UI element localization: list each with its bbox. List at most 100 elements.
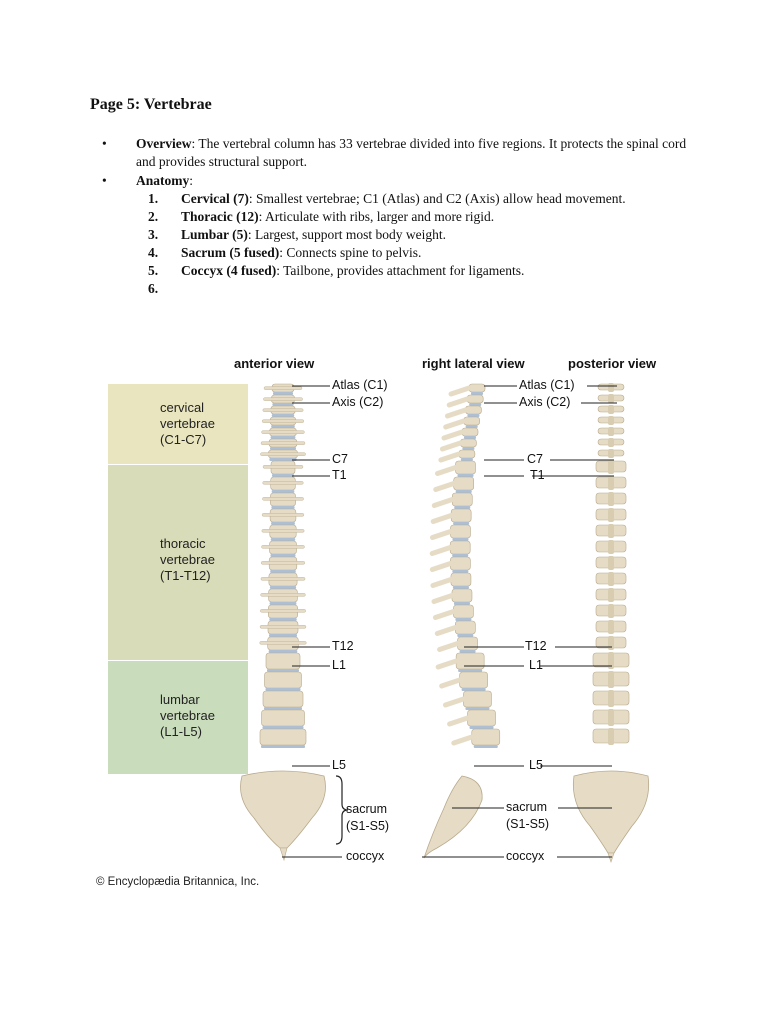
anatomy-label: Anatomy bbox=[136, 173, 190, 188]
transverse-process bbox=[260, 561, 305, 565]
label-l1: L1 bbox=[332, 658, 346, 672]
vertebra bbox=[455, 652, 485, 670]
disc bbox=[269, 602, 297, 605]
transverse-process bbox=[259, 641, 307, 645]
vertebra bbox=[451, 588, 473, 603]
disc bbox=[267, 669, 299, 672]
item-term: Cervical (7) bbox=[181, 191, 249, 206]
transverse-process bbox=[262, 481, 304, 485]
transverse-process bbox=[261, 545, 305, 549]
disc bbox=[265, 688, 301, 691]
spinous-process bbox=[608, 620, 614, 634]
label-axis: Axis (C2) bbox=[519, 395, 571, 409]
region-line: thoracic bbox=[160, 536, 206, 551]
disc bbox=[270, 538, 296, 541]
disc bbox=[453, 602, 470, 605]
spinous-process bbox=[431, 497, 455, 508]
item-number: 1. bbox=[148, 191, 159, 206]
vertebra bbox=[467, 709, 496, 727]
list-item-sacrum: Sacrum (5 fused): Connects spine to pelv… bbox=[181, 244, 421, 262]
disc bbox=[460, 458, 473, 461]
vertebra bbox=[455, 620, 476, 635]
label-coccyx: coccyx bbox=[346, 849, 385, 863]
item-term: Lumbar (5) bbox=[181, 227, 248, 242]
disc bbox=[270, 554, 296, 557]
sacrum-brace bbox=[335, 775, 349, 845]
lumbar-region-label: lumbar vertebrae (L1-L5) bbox=[160, 692, 215, 740]
disc bbox=[264, 707, 302, 710]
label-sacrum: sacrum bbox=[506, 800, 547, 814]
transverse-process bbox=[262, 408, 304, 412]
disc bbox=[469, 403, 482, 406]
spinous-process bbox=[447, 715, 471, 727]
spinous-process bbox=[608, 449, 614, 458]
lumbar-band bbox=[108, 661, 248, 774]
label-c7: C7 bbox=[332, 452, 348, 466]
disc bbox=[269, 458, 297, 461]
spinous-process bbox=[608, 427, 614, 436]
spinous-process bbox=[608, 556, 614, 570]
transverse-process bbox=[263, 386, 303, 390]
lateral-spine bbox=[423, 383, 501, 859]
spinous-process bbox=[608, 438, 614, 447]
transverse-process bbox=[260, 609, 306, 613]
item-desc: : Articulate with ribs, larger and more … bbox=[258, 209, 495, 224]
spinous-process bbox=[608, 405, 614, 414]
region-line: vertebrae bbox=[160, 552, 215, 567]
disc bbox=[455, 490, 472, 493]
overview-label: Overview bbox=[136, 136, 192, 151]
bullet-marker: • bbox=[102, 173, 107, 188]
vertebra bbox=[265, 652, 301, 670]
disc bbox=[270, 447, 296, 450]
spinous-process bbox=[435, 658, 459, 670]
disc bbox=[462, 447, 475, 450]
disc bbox=[473, 745, 498, 748]
spinous-process bbox=[608, 383, 614, 392]
disc bbox=[465, 707, 490, 710]
transverse-process bbox=[260, 452, 306, 456]
label-t1: T1 bbox=[530, 468, 545, 482]
spinous-process bbox=[608, 671, 614, 688]
vertebra bbox=[449, 540, 471, 555]
vertebra bbox=[451, 492, 473, 507]
spinous-process bbox=[608, 728, 614, 745]
sacrum bbox=[240, 770, 326, 849]
vertebra bbox=[262, 690, 304, 708]
transverse-process bbox=[260, 593, 306, 597]
disc bbox=[269, 618, 297, 621]
spinous-process bbox=[608, 540, 614, 554]
region-line: vertebrae bbox=[160, 416, 215, 431]
list-item-cervical: Cervical (7): Smallest vertebrae; C1 (At… bbox=[181, 190, 626, 208]
spinous-process bbox=[437, 641, 461, 652]
spinous-process bbox=[429, 529, 453, 540]
spinous-process bbox=[441, 429, 465, 441]
item-term: Thoracic (12) bbox=[181, 209, 259, 224]
label-l1: L1 bbox=[529, 658, 543, 672]
spinous-process bbox=[430, 577, 454, 588]
label-l5: L5 bbox=[332, 758, 346, 772]
disc bbox=[262, 726, 304, 729]
vertebra bbox=[450, 556, 471, 571]
bullet-marker: • bbox=[102, 136, 107, 151]
transverse-process bbox=[261, 419, 304, 423]
disc bbox=[268, 650, 298, 653]
spinous-process bbox=[444, 407, 468, 419]
spinous-process bbox=[608, 652, 614, 669]
disc bbox=[457, 634, 474, 637]
disc bbox=[457, 474, 474, 477]
disc bbox=[271, 414, 295, 417]
spinous-process bbox=[608, 492, 614, 506]
spinous-process bbox=[608, 476, 614, 490]
disc bbox=[452, 586, 469, 589]
disc bbox=[272, 474, 294, 477]
vertebra bbox=[471, 728, 501, 746]
spinous-process bbox=[431, 593, 455, 604]
vertebra bbox=[450, 572, 472, 587]
spinous-process bbox=[448, 385, 472, 397]
label-t1: T1 bbox=[332, 468, 347, 482]
disc bbox=[270, 570, 296, 573]
disc bbox=[465, 425, 478, 428]
posterior-spine bbox=[572, 383, 650, 863]
spinous-process bbox=[430, 513, 454, 524]
spinous-process bbox=[439, 677, 463, 689]
